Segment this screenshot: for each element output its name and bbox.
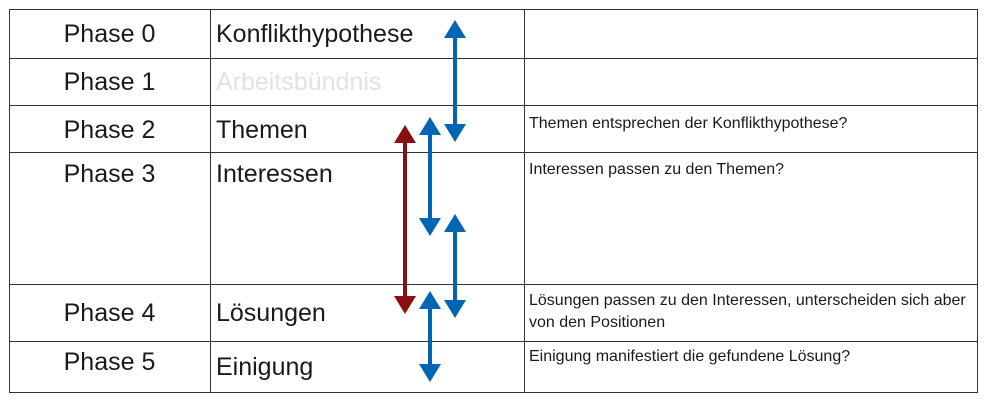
phase-label-2: Phase 2 (63, 116, 156, 144)
note-label-4: Lösungen passen zu den Interessen, unter… (529, 292, 966, 331)
phase-label-3: Phase 3 (63, 160, 156, 188)
topic-label-2: Themen (216, 116, 308, 144)
arrow-themen-interessen (419, 117, 441, 236)
phase-label-4: Phase 4 (63, 299, 156, 327)
phase-label-1: Phase 1 (63, 68, 156, 96)
arrow-themen-loesungen (394, 125, 416, 314)
note-label-2: Themen entsprechen der Konflikthypothese… (529, 115, 848, 132)
note-label-3: Interessen passen zu den Themen? (529, 161, 784, 178)
topic-label-5: Einigung (216, 353, 314, 381)
arrow-konflikthypothese-themen (444, 20, 466, 142)
topic-label-0: Konflikthypothese (216, 20, 414, 48)
arrow-loesungen-einigung (419, 291, 441, 382)
topic-label-4: Lösungen (216, 299, 326, 327)
topic-label-1: Arbeitsbündnis (216, 68, 382, 96)
phase-label-0: Phase 0 (63, 20, 156, 48)
topic-label-3: Interessen (216, 160, 333, 188)
table-grid (9, 9, 978, 393)
arrow-interessen-loesungen (444, 214, 466, 318)
phase-label-5: Phase 5 (63, 348, 156, 376)
table-border (9, 9, 978, 393)
note-label-5: Einigung manifestiert die gefundene Lösu… (529, 348, 851, 365)
